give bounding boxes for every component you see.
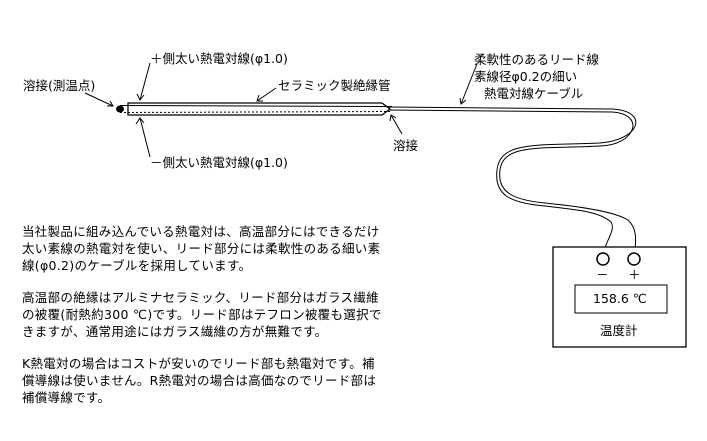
- label-ceramic-tube: セラミック製絶縁管: [278, 78, 391, 93]
- thermometer-label: 温度計: [600, 323, 638, 338]
- junction-weld: [116, 105, 124, 113]
- text-line: 線(φ0.2)のケーブルを採用しています。: [22, 258, 252, 273]
- arrow-junction: [84, 92, 114, 107]
- display-panel: [574, 284, 668, 314]
- lead-cable-wire: [387, 109, 637, 253]
- description-paragraph-1: 当社製品に組み込んでいる熱電対は、高温部分にはできるだけ 太い素線の熱電対を使い…: [22, 223, 380, 274]
- arrow-weld: [390, 114, 403, 135]
- minus-terminal: [596, 252, 610, 266]
- text-line: 高温部の絶縁はアルミナセラミック、リード部分はガラス繊維: [22, 290, 379, 305]
- ceramic-tube: [127, 102, 392, 116]
- arrow-lead-cable: [460, 63, 478, 105]
- minus-wire-line: [119, 111, 393, 113]
- temperature-reading: 158.6 ℃: [593, 291, 647, 306]
- description-paragraph-2: 高温部の絶縁はアルミナセラミック、リード部分はガラス繊維 の被覆(耐熱約300 …: [22, 289, 382, 340]
- text-line: 補償導線です。: [22, 390, 111, 405]
- description-paragraph-3: K熱電対の場合はコストが安いのでリード部も熱電対です。補 償導線は使いません。R…: [22, 355, 376, 406]
- text-line: 太い素線の熱電対を使い、リード部分には柔軟性のある細い素: [22, 241, 381, 256]
- label-weld: 溶接: [393, 138, 419, 153]
- lead-cable-wire: [387, 106, 637, 253]
- text-line: きますが、通常用途にはガラス繊維の方が無難です。: [22, 324, 328, 339]
- label-lead-cable-1: 柔軟性のあるリード線: [474, 52, 600, 67]
- plus-terminal-label: ＋: [628, 267, 641, 282]
- plus-wire-line: [119, 105, 393, 107]
- text-line: K熱電対の場合はコストが安いのでリード部も熱電対です。補: [22, 356, 375, 371]
- minus-terminal-label: －: [596, 267, 609, 282]
- text-line: の被覆(耐熱約300 ℃)です。リード部はテフロン被覆も選択で: [22, 307, 382, 322]
- arrow-ceramic-tube: [256, 87, 277, 102]
- label-lead-cable-2: 素線径φ0.2の細い: [474, 69, 577, 84]
- label-plus-wire: ＋側太い熱電対線(φ1.0): [150, 51, 288, 66]
- label-junction: 溶接(測温点): [23, 78, 95, 93]
- plus-terminal: [627, 252, 641, 266]
- text-line: 当社製品に組み込んでいる熱電対は、高温部分にはできるだけ: [22, 224, 380, 239]
- label-minus-wire: －側太い熱電対線(φ1.0): [150, 155, 288, 170]
- arrow-plus-wire: [139, 62, 151, 101]
- label-lead-cable-3: 熱電対線ケーブル: [484, 86, 583, 101]
- arrow-minus-wire: [139, 117, 151, 158]
- text-line: 償導線は使いません。R熱電対の場合は高価なのでリード部は: [22, 373, 377, 388]
